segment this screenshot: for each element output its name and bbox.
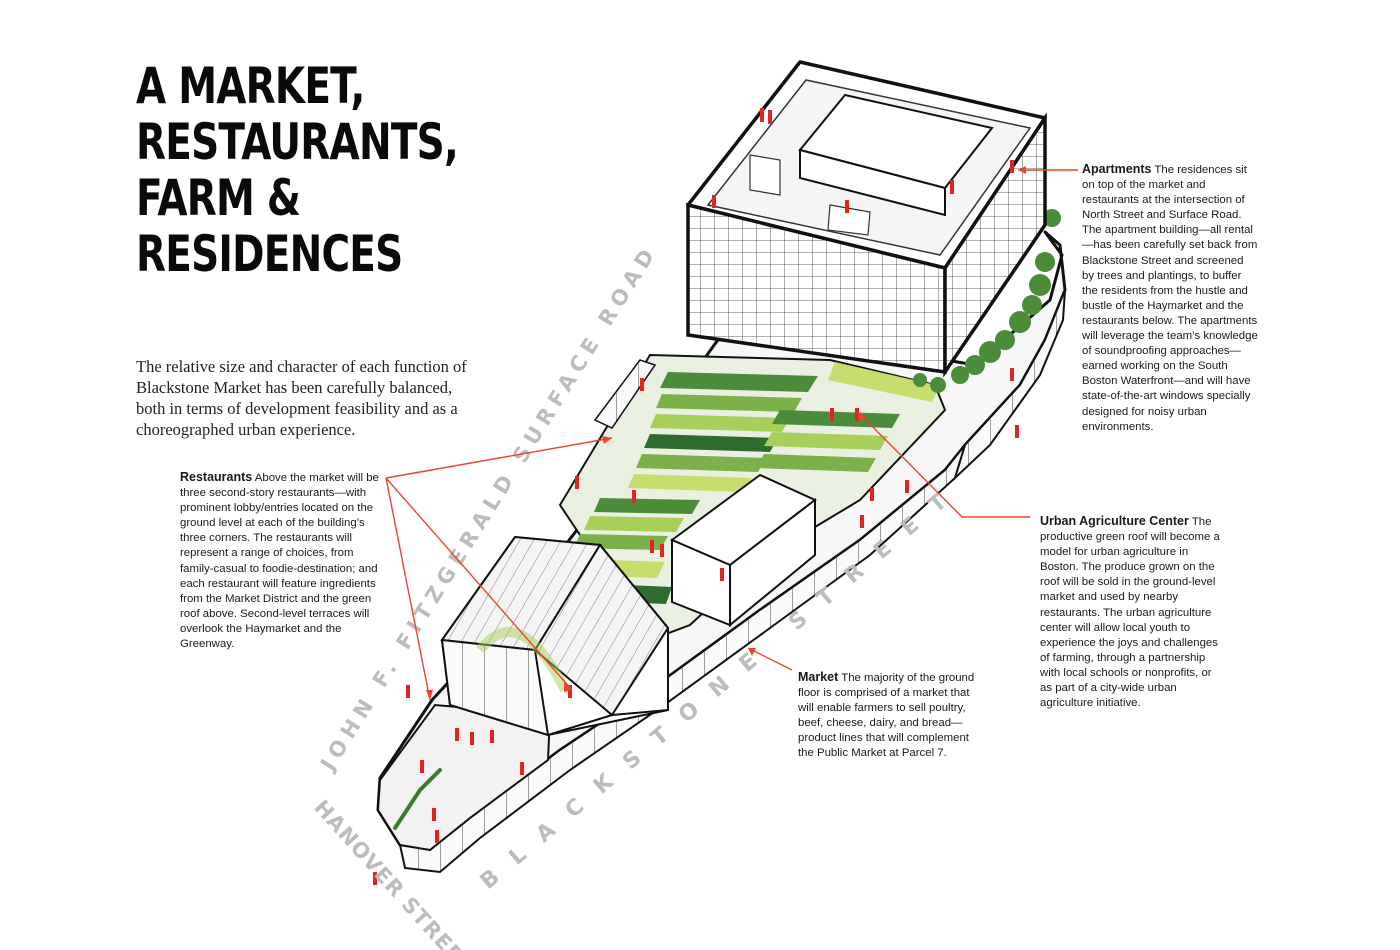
callout-restaurants: Restaurants Above the market will be thr… xyxy=(180,470,386,652)
callout-heading: Urban Agriculture Center xyxy=(1040,514,1189,528)
page-title: A MARKET, RESTAURANTS, FARM & RESIDENCES xyxy=(136,57,459,283)
callout-text: The productive green roof will become a … xyxy=(1040,516,1220,710)
intro-paragraph: The relative size and character of each … xyxy=(136,357,467,439)
callout-text: Above the market will be three second-st… xyxy=(180,472,379,651)
callout-urban-agriculture: Urban Agriculture Center The productive … xyxy=(1040,514,1226,711)
leader-line-urban-agriculture xyxy=(857,411,1030,518)
callout-heading: Market xyxy=(798,670,839,684)
people-figures xyxy=(373,108,1019,885)
callout-text: The residences sit on top of the market … xyxy=(1082,164,1258,433)
callout-text: The majority of the ground floor is comp… xyxy=(798,672,975,760)
callout-heading: Apartments xyxy=(1082,162,1152,176)
callout-apartments: Apartments The residences sit on top of … xyxy=(1082,162,1258,435)
restaurant-glass-pavilion xyxy=(440,535,670,737)
leader-lines xyxy=(385,169,1078,701)
leader-line-restaurants-2 xyxy=(385,477,573,691)
trees-canopy xyxy=(913,209,1061,393)
title-line: RESTAURANTS, xyxy=(136,113,459,171)
callout-market: Market The majority of the ground floor … xyxy=(798,670,983,762)
title-line: A MARKET, xyxy=(136,57,365,115)
leader-line-restaurants-3 xyxy=(385,477,431,701)
leader-line-market xyxy=(747,647,793,671)
title-line: FARM & xyxy=(136,169,301,227)
stair-tower xyxy=(670,473,817,628)
leader-arrowheads xyxy=(426,166,1026,700)
title-line: RESIDENCES xyxy=(136,225,403,283)
leader-line-restaurants-1 xyxy=(385,437,613,479)
apartment-tower xyxy=(686,60,1047,378)
callout-heading: Restaurants xyxy=(180,470,253,484)
